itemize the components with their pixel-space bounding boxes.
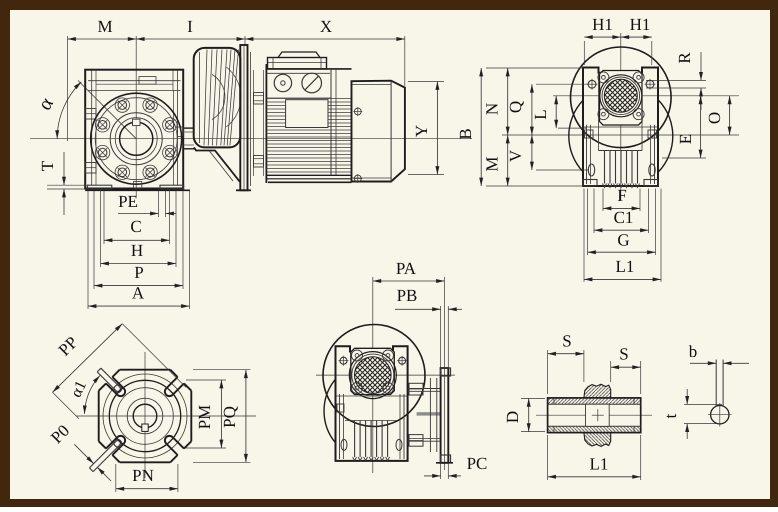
svg-text:PN: PN xyxy=(132,466,154,485)
svg-text:M: M xyxy=(483,156,502,171)
svg-text:C: C xyxy=(130,217,141,236)
svg-text:O: O xyxy=(705,112,724,124)
svg-text:L: L xyxy=(531,109,550,119)
svg-text:T: T xyxy=(38,160,57,171)
svg-text:L1: L1 xyxy=(616,257,635,276)
svg-text:C1: C1 xyxy=(614,208,634,227)
svg-text:PE: PE xyxy=(118,192,138,211)
svg-text:PQ: PQ xyxy=(220,406,239,428)
svg-text:M: M xyxy=(97,17,112,36)
svg-text:X: X xyxy=(320,17,332,36)
svg-text:N: N xyxy=(483,103,502,115)
svg-text:S: S xyxy=(619,345,628,364)
svg-text:b: b xyxy=(689,342,698,361)
svg-text:D: D xyxy=(503,411,522,423)
svg-text:PB: PB xyxy=(397,286,418,305)
svg-text:A: A xyxy=(132,284,145,303)
svg-text:S: S xyxy=(562,332,571,351)
svg-text:H1: H1 xyxy=(630,15,651,34)
svg-text:I: I xyxy=(187,17,193,36)
svg-text:Y: Y xyxy=(412,125,431,137)
svg-text:Q: Q xyxy=(506,101,525,113)
svg-text:R: R xyxy=(675,52,694,64)
svg-text:V: V xyxy=(506,149,525,162)
svg-text:G: G xyxy=(617,231,629,250)
svg-text:L1: L1 xyxy=(590,455,609,474)
svg-text:PM: PM xyxy=(195,405,214,430)
svg-text:PC: PC xyxy=(467,454,488,473)
svg-text:E: E xyxy=(676,134,695,144)
svg-text:B: B xyxy=(456,128,475,139)
svg-text:t: t xyxy=(661,413,680,418)
svg-text:PA: PA xyxy=(396,259,417,278)
svg-text:H: H xyxy=(131,241,143,260)
svg-text:P: P xyxy=(134,263,143,282)
svg-text:H1: H1 xyxy=(592,15,613,34)
svg-text:F: F xyxy=(617,186,626,205)
